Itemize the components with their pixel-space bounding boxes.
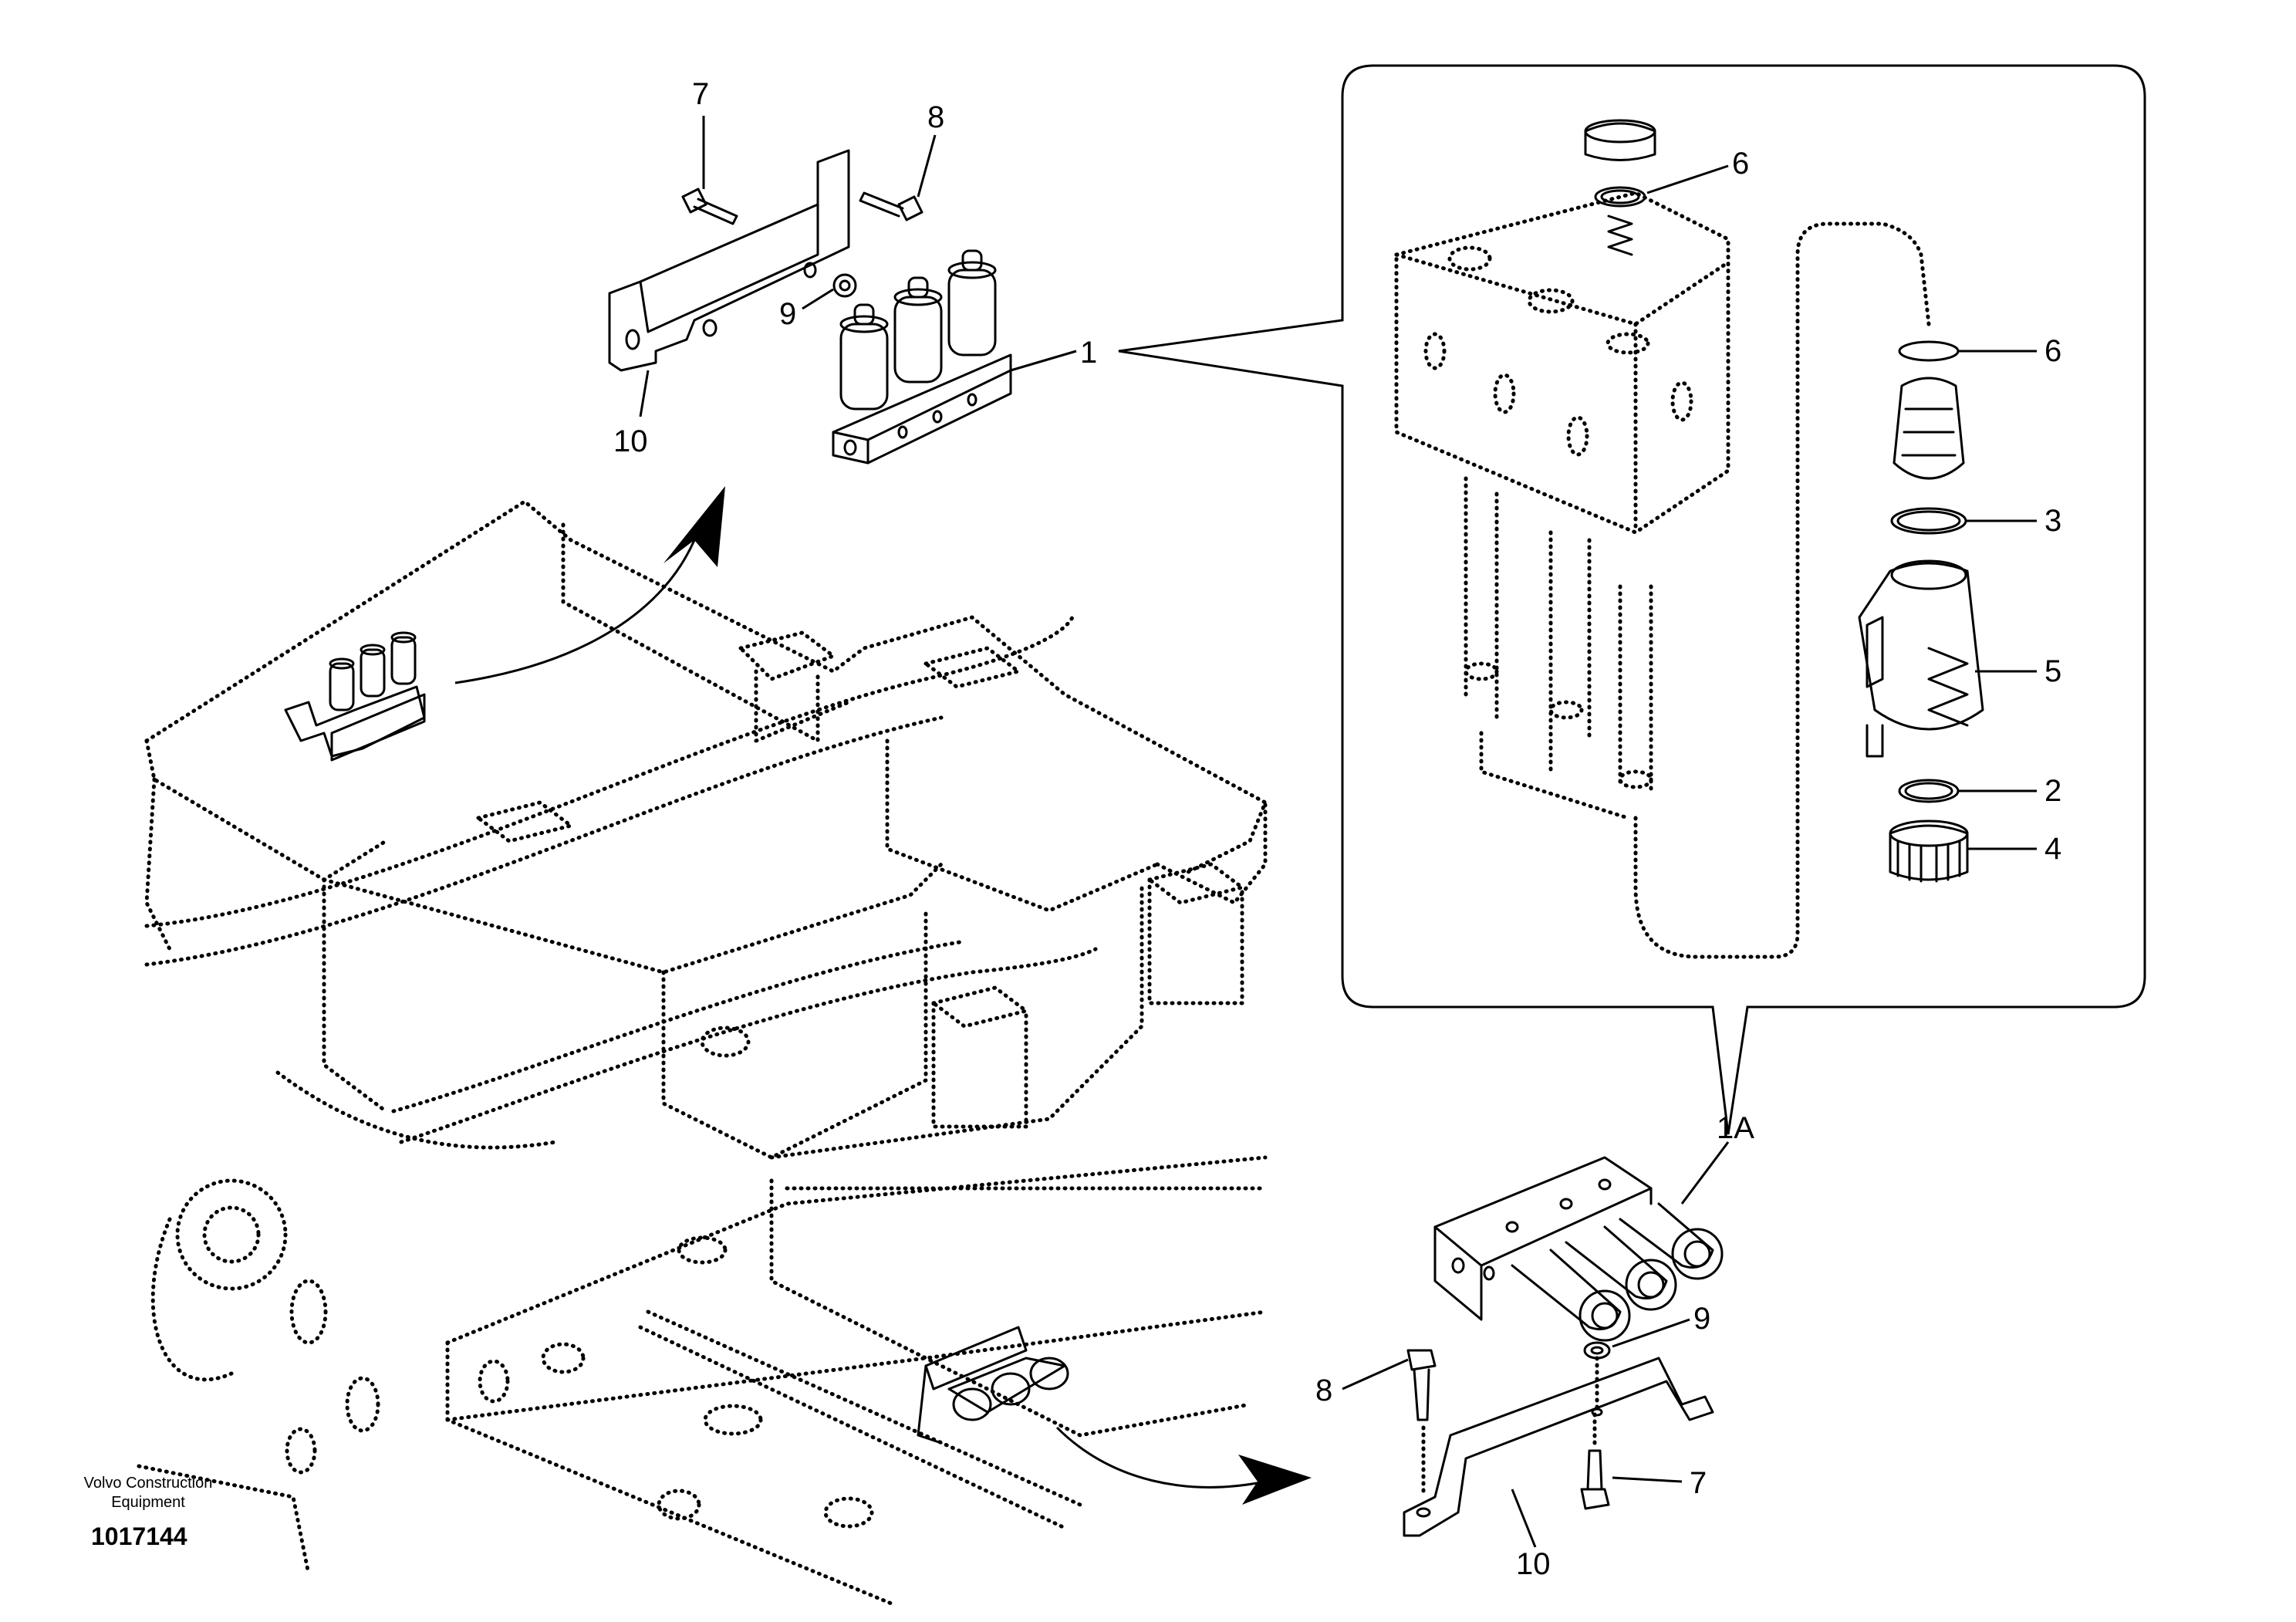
- bracket-top: [608, 149, 850, 372]
- callout-9-bottom: 9: [1693, 1302, 1710, 1336]
- callout-6-detail-right: 6: [2044, 334, 2061, 368]
- callout-1a: 1A: [1717, 1111, 1754, 1145]
- mounted-valve-lower: [917, 1326, 1069, 1445]
- detail-spring-5: [1927, 647, 1969, 727]
- arrow-curve-upper: [454, 539, 696, 684]
- mounted-valve-upper: [284, 631, 426, 762]
- callout-2: 2: [2044, 774, 2061, 808]
- drawing-number: 1017144: [91, 1522, 187, 1550]
- valve-block-1: [832, 353, 1012, 465]
- callout-7-bottom: 7: [1690, 1466, 1707, 1500]
- arrow-head-lower: [1238, 1455, 1312, 1505]
- top-bracket-group: [608, 149, 1012, 465]
- detail-spool-body: [1858, 562, 1984, 731]
- callout-9-top: 9: [779, 297, 796, 331]
- bolt-7-bottom: [1580, 1488, 1610, 1510]
- callout-10-bottom: 10: [1516, 1547, 1551, 1581]
- machine-frame: [137, 499, 1268, 1607]
- bolt-8-bottom: [1406, 1349, 1437, 1371]
- valve-block-1a: [1433, 1156, 1653, 1267]
- washer-9-top: [832, 273, 857, 298]
- callout-3: 3: [2044, 504, 2061, 538]
- callout-10-top: 10: [613, 424, 648, 458]
- washer-9-bottom: [1583, 1341, 1611, 1360]
- brand-line-1: Volvo Construction: [84, 1475, 213, 1492]
- detail-valve-exploded: [1394, 119, 1984, 959]
- callout-8-bottom: 8: [1315, 1374, 1332, 1407]
- arrow-head-upper: [663, 486, 725, 567]
- arrow-curve-lower: [1055, 1426, 1266, 1489]
- footer: Volvo Construction Equipment 1017144: [84, 1475, 213, 1550]
- callout-5: 5: [2044, 654, 2061, 688]
- leader-lines: [639, 116, 2037, 1548]
- callout-6-detail-top: 6: [1732, 147, 1749, 181]
- bottom-bracket-group: [1403, 1156, 1724, 1537]
- bolt-7-top: [681, 188, 707, 214]
- bracket-bottom: [1403, 1357, 1714, 1537]
- callout-4: 4: [2044, 832, 2061, 866]
- callout-labels: 7 8 9 10 1 6 6 3 5 2 4 1A 9 8 7 10: [613, 77, 2061, 1581]
- detail-oring-top: [1594, 186, 1646, 208]
- detail-callout-bubble: [1118, 64, 2146, 1135]
- callout-7-top: 7: [692, 77, 709, 111]
- brand-line-2: Equipment: [111, 1494, 185, 1511]
- callout-1: 1: [1080, 336, 1097, 370]
- callout-8-top: 8: [927, 100, 944, 134]
- bolt-8-top: [897, 195, 923, 221]
